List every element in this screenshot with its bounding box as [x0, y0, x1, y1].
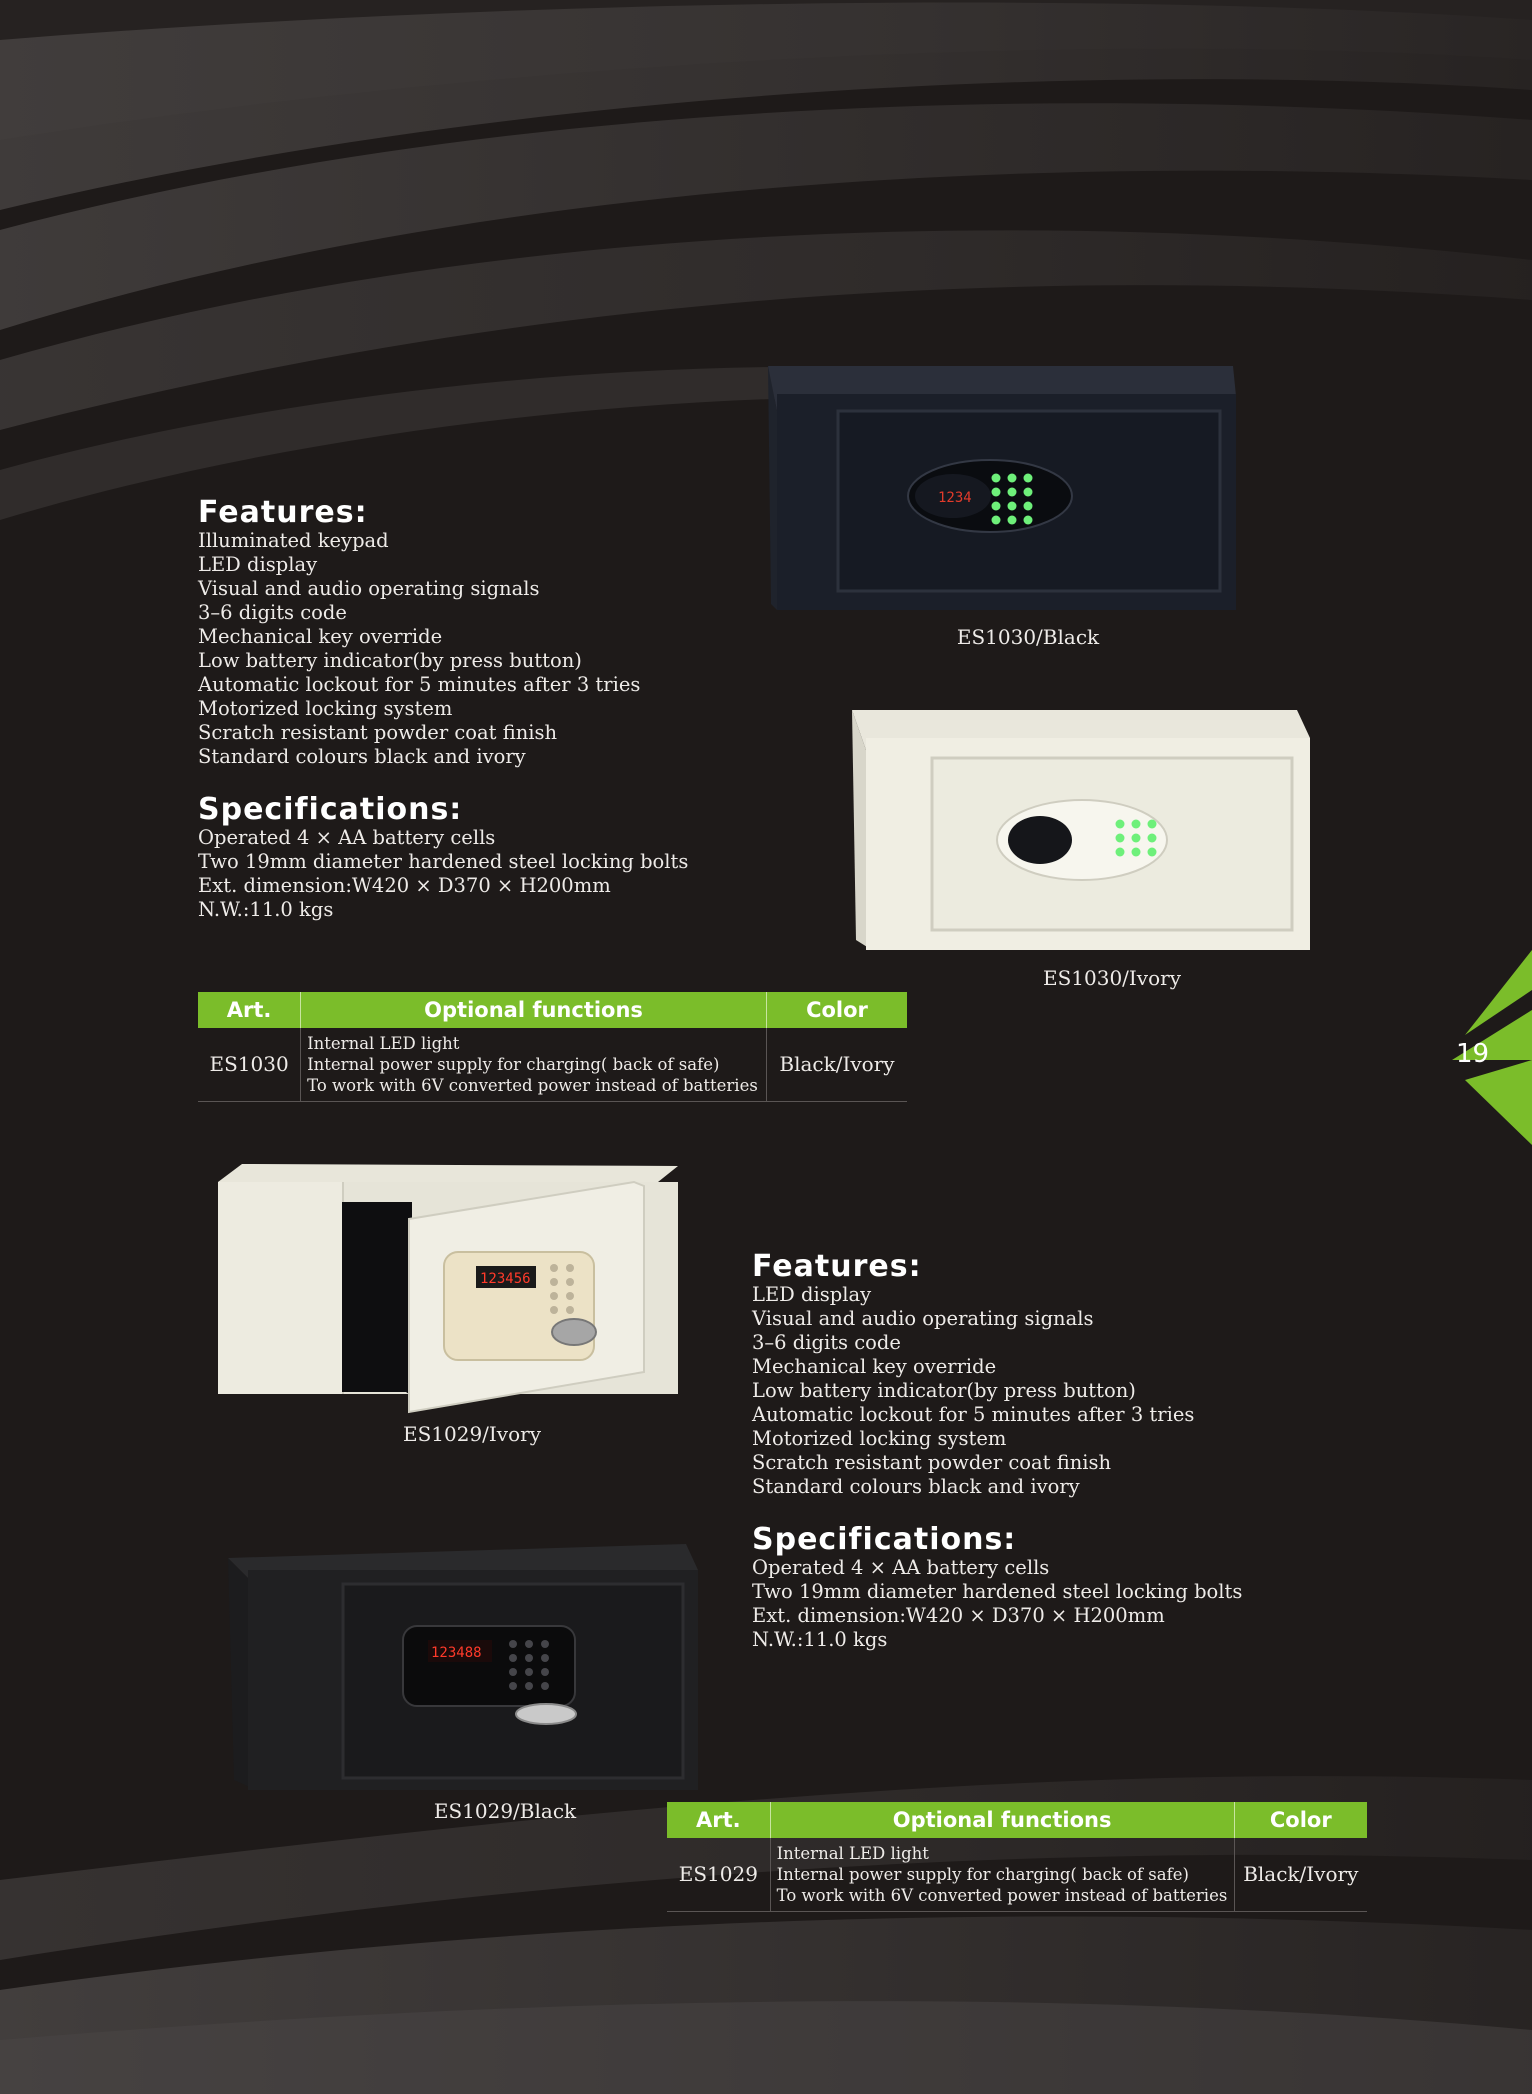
- table-row: ES1029 Internal LED light Internal power…: [667, 1838, 1367, 1912]
- safe-es1030-black-image: 1234: [768, 366, 1236, 610]
- functions-cell: Internal LED light Internal power supply…: [300, 1028, 767, 1102]
- feature-item: 3–6 digits code: [198, 601, 347, 624]
- feature-item: Mechanical key override: [198, 625, 443, 648]
- feature-item: Visual and audio operating signals: [198, 577, 540, 600]
- header-color: Color: [1234, 1802, 1367, 1838]
- function-item: Internal LED light: [776, 1843, 929, 1863]
- table-row: ES1030 Internal LED light Internal power…: [198, 1028, 907, 1102]
- feature-item: 3–6 digits code: [752, 1331, 901, 1354]
- features-heading-2: Features:: [752, 1249, 922, 1284]
- specs-heading-2: Specifications:: [752, 1522, 1017, 1557]
- caption-es1030-black: ES1030/Black: [956, 625, 1100, 649]
- feature-item: Standard colours black and ivory: [198, 745, 526, 768]
- functions-cell: Internal LED light Internal power supply…: [770, 1838, 1235, 1912]
- feature-item: LED display: [752, 1283, 872, 1306]
- table-header-row: Art. Optional functions Color: [667, 1802, 1367, 1838]
- feature-item: Motorized locking system: [198, 697, 453, 720]
- function-item: Internal power supply for charging( back…: [776, 1864, 1189, 1884]
- table-header-row: Art. Optional functions Color: [198, 992, 907, 1028]
- feature-item: LED display: [198, 553, 318, 576]
- spec-item: Operated 4 × AA battery cells: [198, 826, 496, 849]
- feature-item: Scratch resistant powder coat finish: [198, 721, 558, 744]
- specs-list-1: Operated 4 × AA battery cells Two 19mm d…: [198, 826, 688, 922]
- header-art: Art.: [667, 1802, 771, 1838]
- function-item: Internal power supply for charging( back…: [307, 1054, 720, 1074]
- caption-es1030-ivory: ES1030/Ivory: [1042, 966, 1182, 990]
- options-table-2: Art. Optional functions Color ES1029 Int…: [667, 1802, 1367, 1912]
- specs-heading-1: Specifications:: [198, 792, 463, 827]
- feature-item: Low battery indicator(by press button): [752, 1379, 1136, 1402]
- art-cell: ES1029: [667, 1838, 771, 1912]
- safe-es1030-ivory-image: [852, 710, 1310, 950]
- feature-item: Mechanical key override: [752, 1355, 997, 1378]
- led-readout: 123456: [480, 1271, 531, 1287]
- spec-item: Two 19mm diameter hardened steel locking…: [198, 850, 689, 873]
- feature-item: Automatic lockout for 5 minutes after 3 …: [198, 673, 641, 696]
- feature-item: Scratch resistant powder coat finish: [752, 1451, 1112, 1474]
- specs-list-2: Operated 4 × AA battery cells Two 19mm d…: [752, 1556, 1242, 1652]
- function-item: To work with 6V converted power instead …: [776, 1885, 1228, 1905]
- caption-es1029-black: ES1029/Black: [433, 1799, 577, 1823]
- feature-item: Visual and audio operating signals: [752, 1307, 1094, 1330]
- art-cell: ES1030: [198, 1028, 302, 1102]
- spec-item: N.W.:11.0 kgs: [198, 898, 334, 921]
- color-cell: Black/Ivory: [1234, 1838, 1367, 1912]
- spec-item: Operated 4 × AA battery cells: [752, 1556, 1050, 1579]
- header-art: Art.: [198, 992, 302, 1028]
- spec-item: Two 19mm diameter hardened steel locking…: [752, 1580, 1243, 1603]
- caption-es1029-ivory: ES1029/Ivory: [402, 1422, 542, 1446]
- feature-item: Illuminated keypad: [198, 529, 389, 552]
- safe-es1029-ivory-image: 123456: [218, 1164, 678, 1414]
- spec-item: N.W.:11.0 kgs: [752, 1628, 888, 1651]
- features-heading-1: Features:: [198, 495, 368, 530]
- feature-item: Motorized locking system: [752, 1427, 1007, 1450]
- features-list-2: LED display Visual and audio operating s…: [752, 1283, 1194, 1499]
- page-number: 19: [1456, 1039, 1490, 1069]
- led-readout: 123488: [431, 1645, 482, 1661]
- feature-item: Low battery indicator(by press button): [198, 649, 582, 672]
- feature-item: Standard colours black and ivory: [752, 1475, 1080, 1498]
- features-list-1: Illuminated keypad LED display Visual an…: [198, 529, 640, 769]
- function-item: To work with 6V converted power instead …: [307, 1075, 758, 1095]
- color-cell: Black/Ivory: [766, 1028, 907, 1102]
- options-table-1: Art. Optional functions Color ES1030 Int…: [198, 992, 907, 1102]
- feature-item: Automatic lockout for 5 minutes after 3 …: [752, 1403, 1195, 1426]
- header-color: Color: [766, 992, 907, 1028]
- spec-item: Ext. dimension:W420 × D370 × H200mm: [198, 874, 611, 897]
- header-functions: Optional functions: [770, 1802, 1235, 1838]
- safe-es1029-black-image: 123488: [228, 1544, 698, 1790]
- function-item: Internal LED light: [307, 1033, 460, 1053]
- header-functions: Optional functions: [300, 992, 767, 1028]
- led-readout: 1234: [938, 490, 972, 506]
- spec-item: Ext. dimension:W420 × D370 × H200mm: [752, 1604, 1165, 1627]
